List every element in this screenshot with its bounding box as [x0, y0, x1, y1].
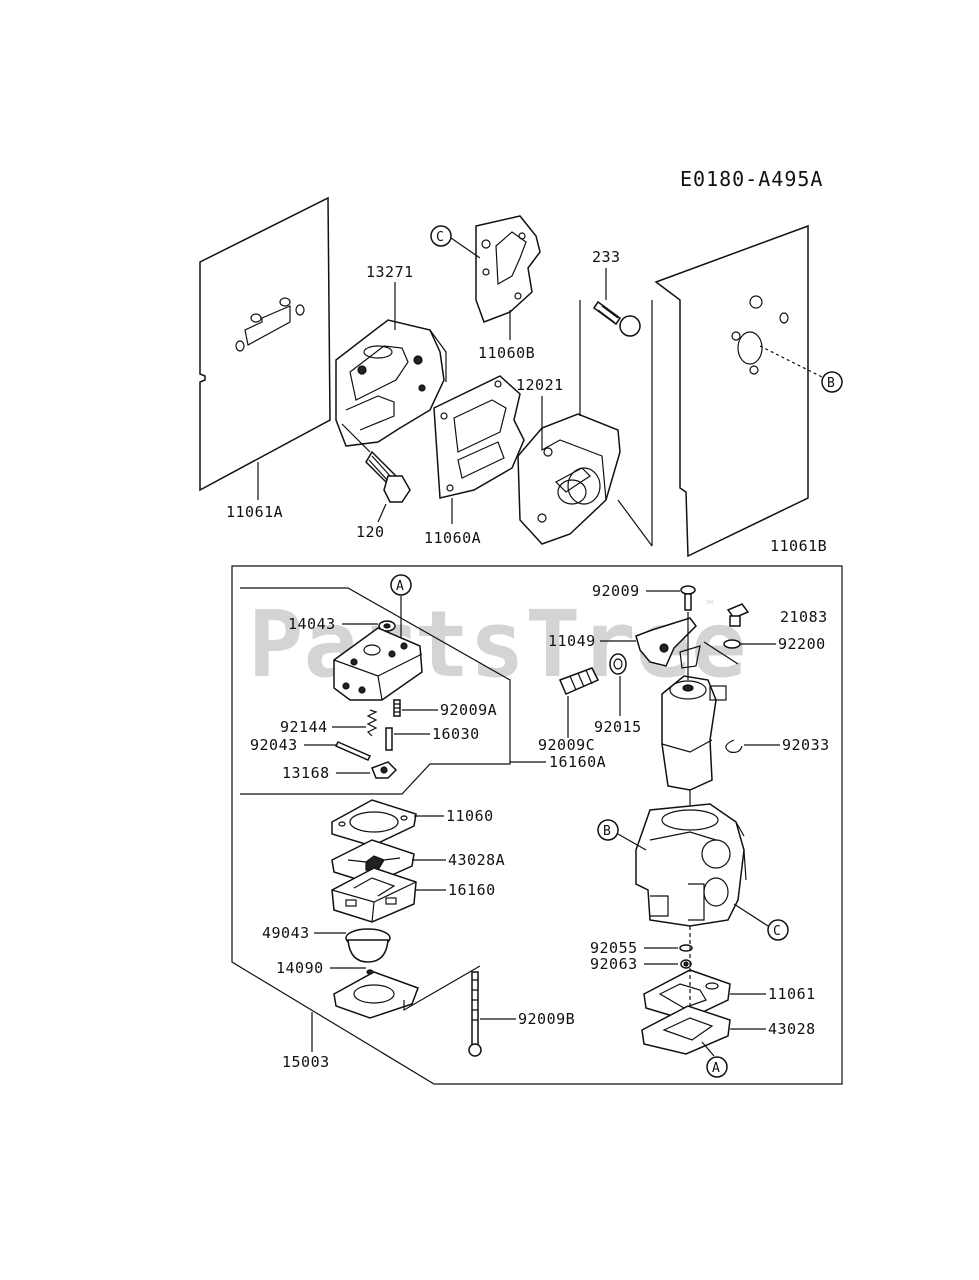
subassembly-bracket-pump — [403, 965, 481, 1012]
leader-ref-b-bottom — [617, 833, 647, 851]
label-92144: 92144 — [280, 718, 328, 736]
ref-c-bottom-circle — [767, 919, 789, 941]
leader-ref-c-bottom — [733, 903, 769, 927]
label-92009a: 92009A — [440, 701, 497, 719]
gasket-11061a-drawing — [199, 196, 331, 492]
ref-c-bottom: C — [773, 924, 781, 939]
part-throttle-barrel-drawing — [661, 675, 727, 791]
ref-b-top-circle — [821, 371, 843, 393]
gasket-11061b-drawing — [654, 224, 809, 558]
label-120: 120 — [356, 523, 385, 541]
leader-120 — [377, 503, 387, 523]
diagram-code: E0180-A495A — [680, 167, 823, 191]
ref-b-top: B — [827, 376, 835, 391]
gasket-11060b-drawing — [475, 215, 541, 323]
label-11061a: 11061A — [226, 503, 283, 521]
part-pump-body-drawing — [333, 627, 423, 701]
part-12021-drawing — [517, 413, 621, 545]
gasket-11060a-drawing — [433, 375, 525, 499]
label-13168: 13168 — [282, 764, 330, 782]
part-21083-drawing — [726, 603, 750, 627]
part-92009c-drawing — [559, 667, 600, 695]
part-14090-drawing — [333, 969, 419, 1019]
part-92015-drawing — [609, 653, 627, 675]
ref-a-bottom: A — [712, 1061, 720, 1076]
ref-a-bottom-circle — [706, 1056, 728, 1078]
part-120-drawing — [341, 423, 411, 503]
ref-a-top: A — [396, 579, 404, 594]
label-11060: 11060 — [446, 807, 494, 825]
label-14090: 14090 — [276, 959, 324, 977]
label-12021: 12021 — [516, 376, 564, 394]
part-11049-drawing — [635, 617, 701, 669]
label-49043: 49043 — [262, 924, 310, 942]
label-16030: 16030 — [432, 725, 480, 743]
leader-ref-c-top — [450, 237, 481, 259]
label-92033: 92033 — [782, 736, 830, 754]
part-13271-drawing — [335, 319, 447, 447]
part-92144-drawing — [366, 709, 378, 737]
part-92009-drawing — [680, 585, 696, 611]
label-15003: 15003 — [282, 1053, 330, 1071]
part-92063-drawing — [680, 959, 692, 969]
label-13271: 13271 — [366, 263, 414, 281]
label-92015: 92015 — [594, 718, 642, 736]
part-16030-drawing — [385, 727, 393, 751]
label-16160a: 16160A — [549, 753, 606, 771]
label-14043: 14043 — [288, 615, 336, 633]
label-11061b: 11061B — [770, 537, 827, 555]
label-21083: 21083 — [780, 608, 828, 626]
part-16160-drawing — [331, 867, 417, 923]
label-92009b: 92009B — [518, 1010, 575, 1028]
part-92009b-drawing — [468, 971, 482, 1057]
part-13168-drawing — [371, 761, 398, 779]
label-233: 233 — [592, 248, 621, 266]
label-11061: 11061 — [768, 985, 816, 1003]
part-carb-body-drawing — [635, 803, 747, 927]
label-11060a: 11060A — [424, 529, 481, 547]
part-92033-drawing — [725, 739, 743, 753]
part-49043-drawing — [345, 928, 391, 963]
ref-c-top: C — [436, 230, 444, 245]
part-92043-drawing — [334, 741, 372, 761]
assembly-line-top-3 — [617, 499, 653, 547]
ref-b-bottom-circle — [597, 819, 619, 841]
label-11049: 11049 — [548, 632, 596, 650]
part-43028-drawing — [641, 1005, 731, 1055]
label-92055: 92055 — [590, 939, 638, 957]
label-92043: 92043 — [250, 736, 298, 754]
part-92055-drawing — [679, 944, 693, 952]
part-233-drawing — [592, 300, 641, 337]
label-92200: 92200 — [778, 635, 826, 653]
ref-c-top-circle — [430, 225, 452, 247]
part-14043-drawing — [378, 620, 396, 632]
part-11060-drawing — [331, 799, 417, 847]
subassembly-16160a-frame — [240, 587, 511, 795]
ref-a-top-circle — [390, 574, 412, 596]
assembly-frame-15003 — [231, 565, 843, 1085]
part-92200-drawing — [723, 639, 741, 649]
label-16160: 16160 — [448, 881, 496, 899]
assembly-line-right-1 — [703, 641, 739, 665]
part-92009a-drawing — [393, 699, 401, 717]
label-43028: 43028 — [768, 1020, 816, 1038]
watermark-trademark: ™ — [706, 599, 714, 614]
label-43028a: 43028A — [448, 851, 505, 869]
label-92063: 92063 — [590, 955, 638, 973]
label-11060b: 11060B — [478, 344, 535, 362]
part-43028a-drawing — [331, 839, 415, 885]
leader-ref-a-bottom — [701, 1041, 715, 1057]
ref-b-bottom: B — [603, 824, 611, 839]
label-92009c: 92009C — [538, 736, 595, 754]
label-92009: 92009 — [592, 582, 640, 600]
